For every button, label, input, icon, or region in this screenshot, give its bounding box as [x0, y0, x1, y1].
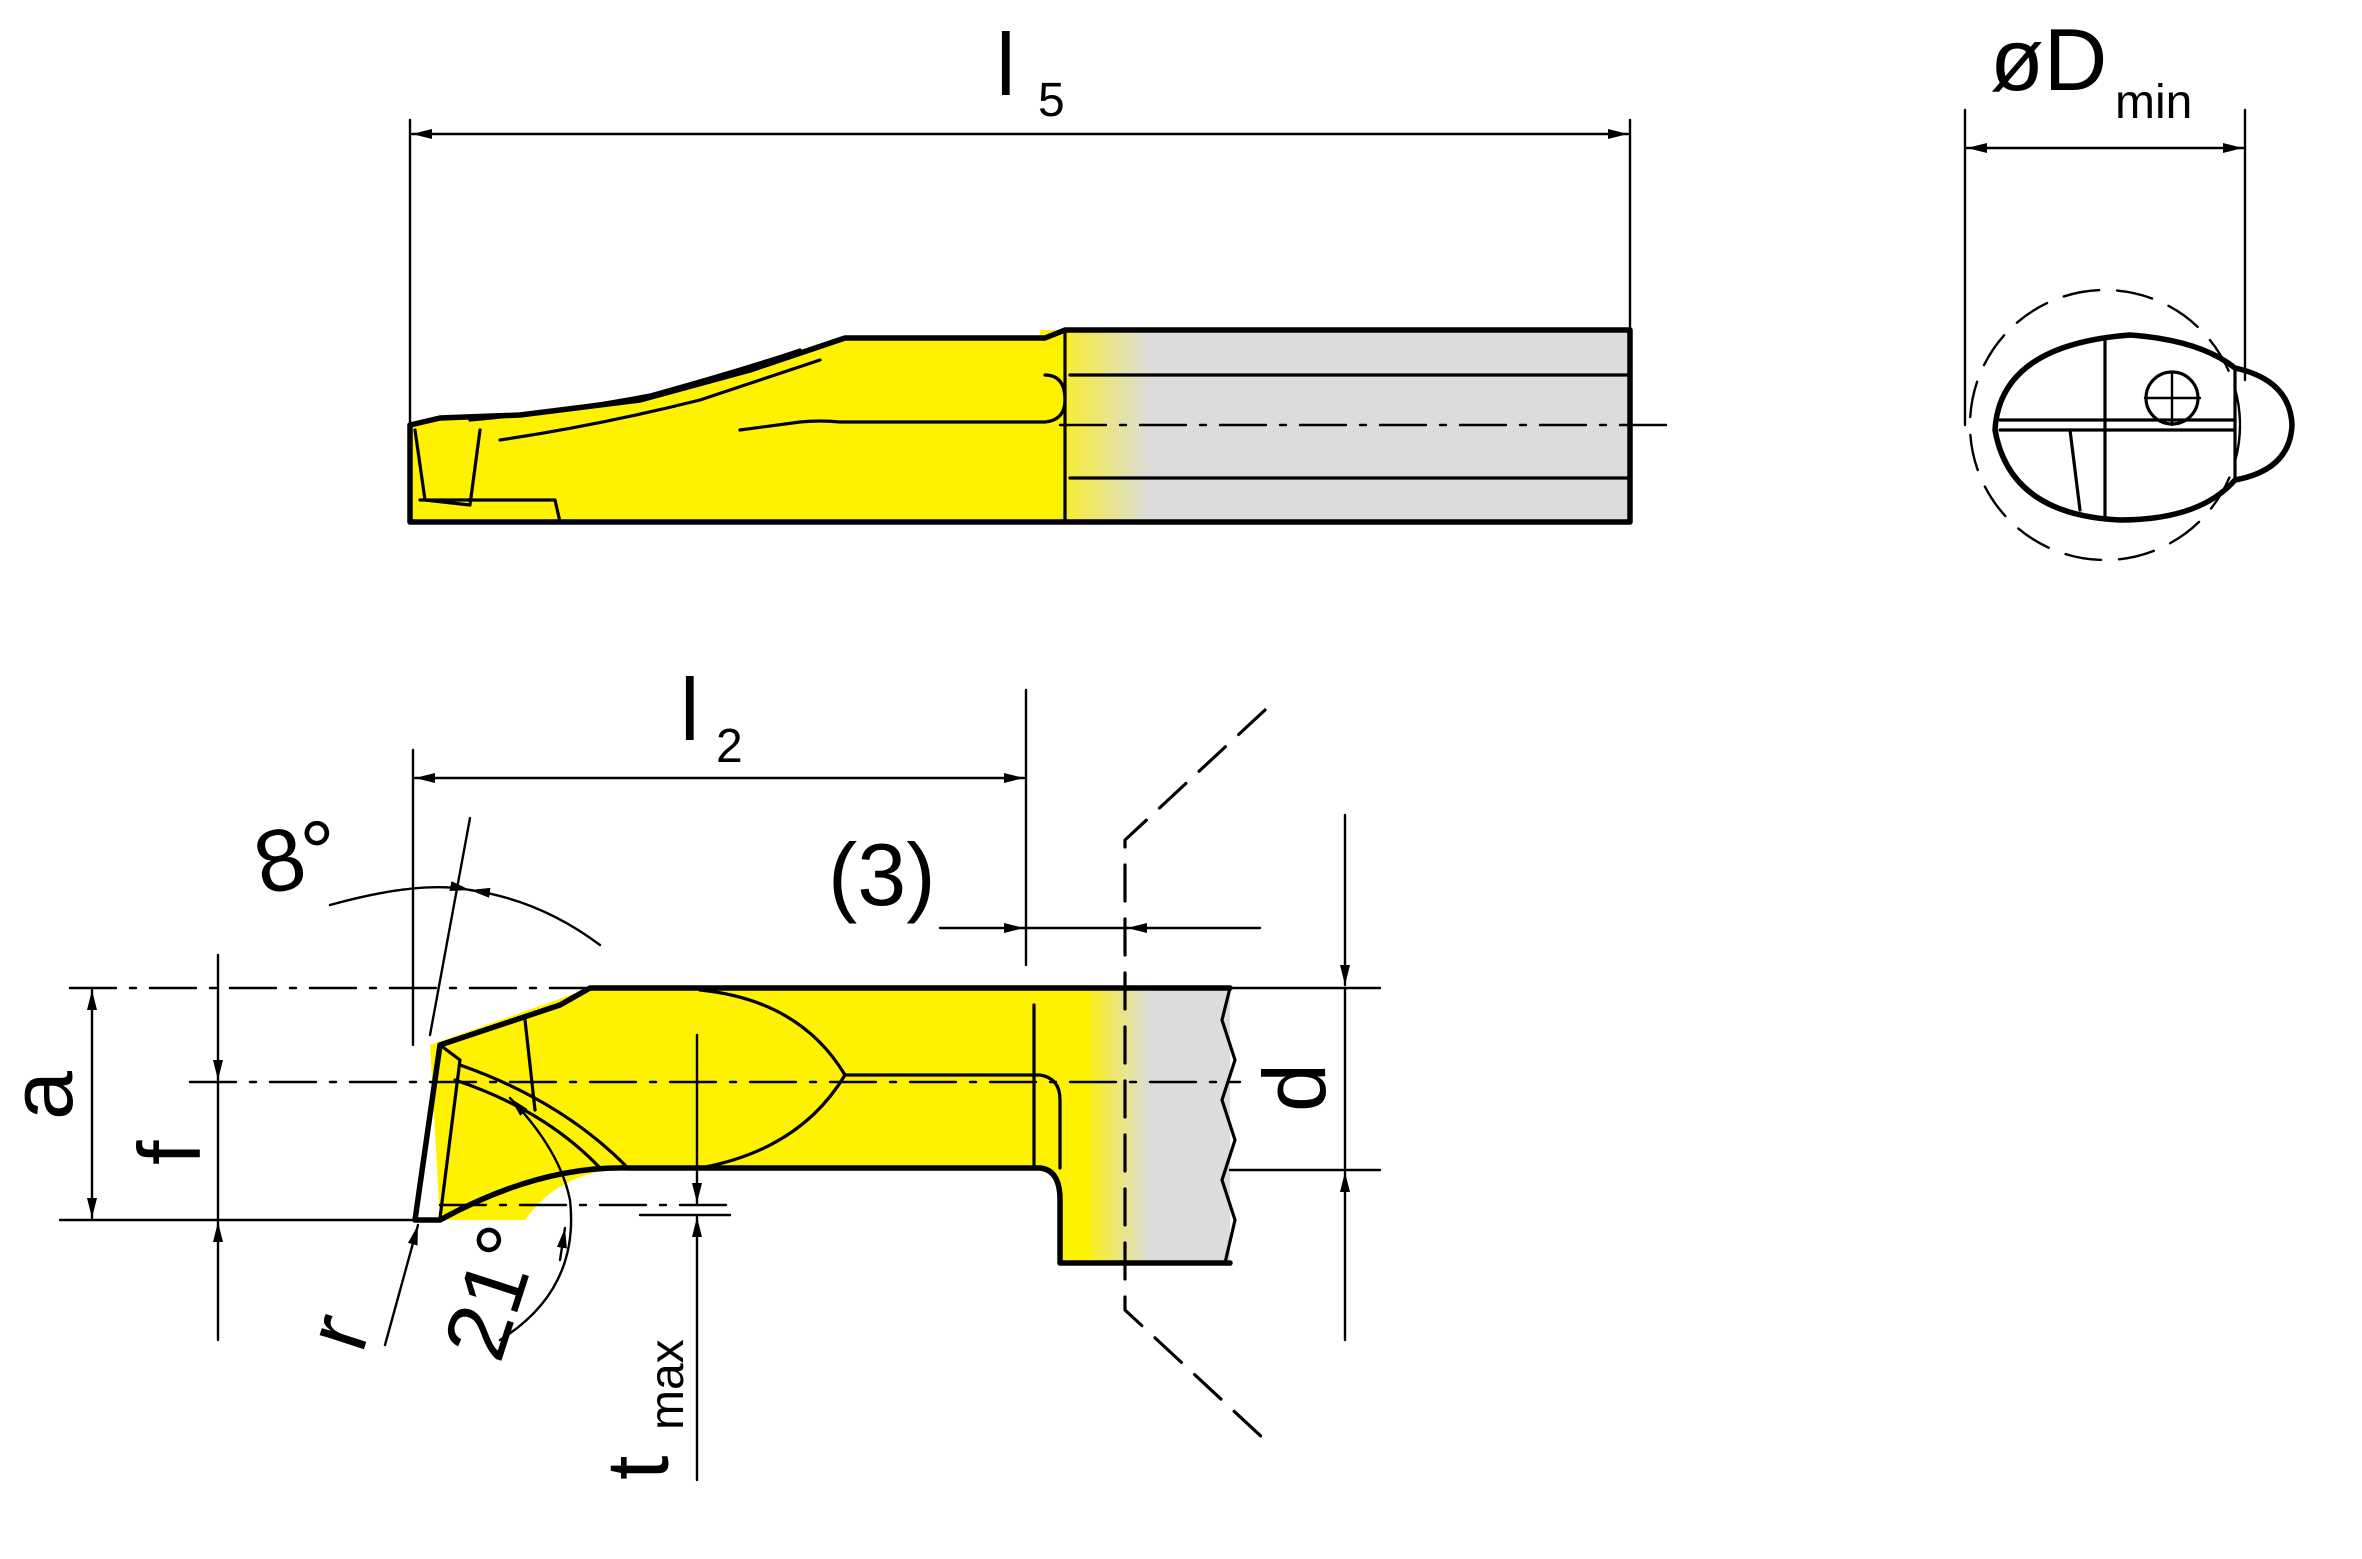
l2-label: l [680, 660, 700, 759]
tip-curve-1 [458, 1063, 627, 1167]
top-view: l 5 [407, 15, 1672, 525]
a-label: a [0, 1071, 91, 1120]
flute-curve-1 [468, 348, 802, 422]
angle8-arc-right [468, 887, 602, 947]
tmax-label: t [588, 1456, 687, 1480]
l2-subscript: 2 [716, 720, 743, 773]
l5-subscript: 5 [1038, 74, 1065, 127]
angle21-arc [498, 1096, 573, 1342]
angle8-ref-line [428, 816, 472, 1037]
r-arrow [383, 1223, 420, 1347]
shank-gradient-bottom [1080, 988, 1150, 1263]
tmax-subscript: max [641, 1339, 694, 1430]
bottom-view: l 2 (3) 8° a f d r 21° [0, 660, 1382, 1482]
tip-edge [438, 1043, 462, 1220]
angle21-label: 21° [424, 1214, 559, 1371]
shank-break-line [1220, 986, 1237, 1265]
tip-bottom-step [418, 498, 562, 524]
tip-rake-line [523, 1018, 537, 1112]
tip-curve-2 [453, 1078, 602, 1170]
angle8-label: 8° [245, 799, 348, 913]
flute-groove [738, 373, 1067, 432]
angle8-arc-left [328, 881, 472, 907]
dmin-subscript: min [2115, 76, 2192, 129]
tip-detail [413, 428, 482, 507]
end-view: øD min [1963, 10, 2295, 562]
angle21-arrow-lower [556, 1226, 567, 1262]
tool-body-bottom [430, 988, 1090, 1263]
dim3-label: (3) [828, 825, 936, 924]
bore-wall [1123, 708, 1267, 1442]
dmin-label: øD [1990, 10, 2107, 109]
f-label: f [120, 1140, 219, 1165]
tool-outline-bottom [412, 985, 1233, 1266]
d-label: d [1245, 1063, 1344, 1112]
r-label: r [286, 1302, 389, 1360]
end-clearance-line [2068, 428, 2082, 512]
l5-label: l [996, 15, 1016, 114]
end-profile [1992, 332, 2295, 523]
tool-body-top [410, 330, 1070, 522]
flute-curve-2 [498, 358, 822, 442]
bore-circle [1968, 288, 2242, 562]
